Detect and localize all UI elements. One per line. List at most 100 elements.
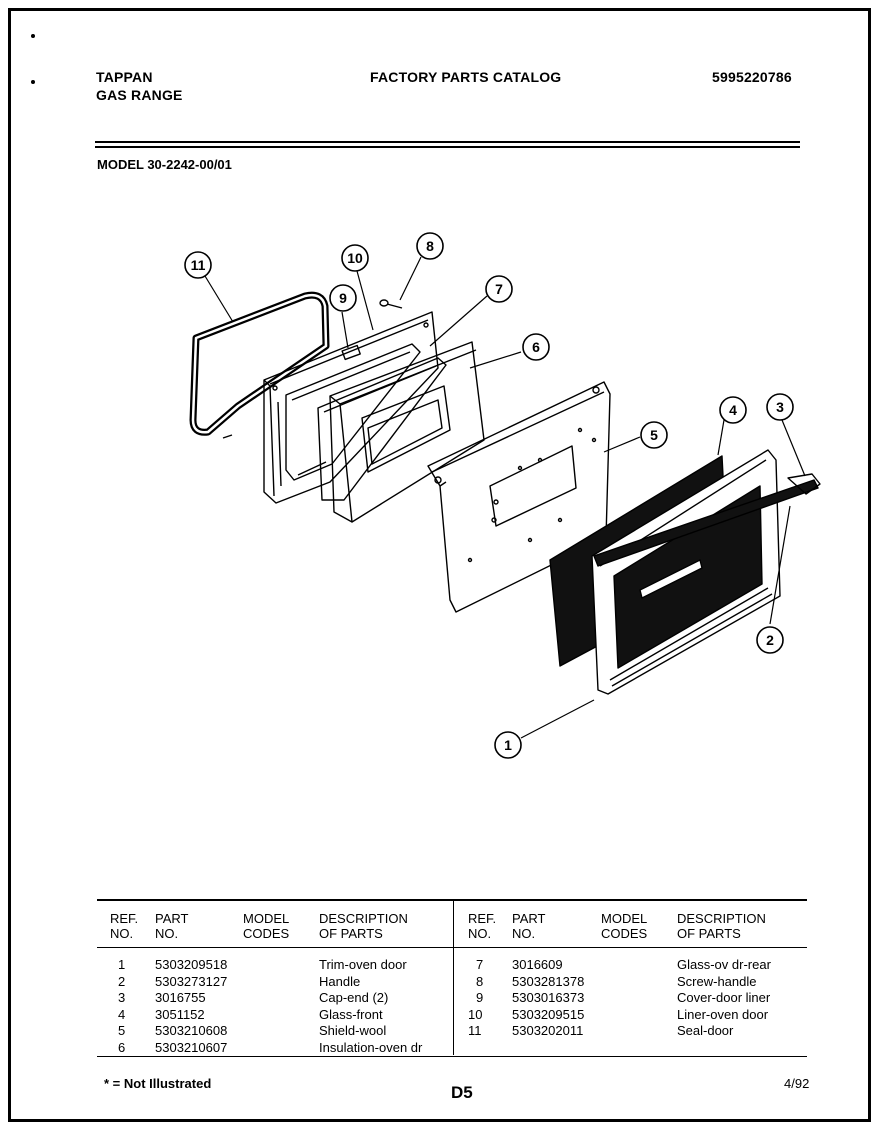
ref-cell: 7 [476,957,484,972]
callout-3 [766,393,794,421]
callout-label: 11 [191,257,206,273]
model-codes-cell [243,1040,319,1057]
description-cell: Screw-handle [677,973,757,989]
callout-label: 2 [766,632,774,648]
catalog-number: 5995220786 [712,69,792,85]
cover-door-liner-part [341,344,361,361]
callout-2 [756,626,784,654]
table-header-rule [97,947,807,948]
binder-hole-mark [31,34,35,38]
screw-handle-part [379,299,403,309]
part-number-cell: 5303210607 [155,1039,228,1055]
header-ref: REF.NO. [468,911,497,941]
callout-label: 9 [339,290,347,306]
model-codes-cell [601,990,677,1007]
table-row: 1 5303209518 Trim-oven door [110,957,439,974]
part-number-cell: 5303209515 [512,1006,585,1022]
model-codes-cell [601,1007,677,1024]
table-row: 7 3016609 Glass-ov dr-rear [468,957,797,974]
table-bottom-rule [97,1056,807,1057]
ref-cell: 11 [468,1023,482,1038]
catalog-title: FACTORY PARTS CATALOG [370,69,562,85]
table-top-rule [97,899,807,901]
ref-cell: 8 [476,973,484,989]
table-row: 9 5303016373 Cover-door liner [468,990,797,1007]
description-cell: Seal-door [677,1023,734,1038]
callout-label: 10 [347,250,363,266]
callout-11 [184,251,212,279]
handle-part [593,473,821,567]
ref-cell: 3 [118,990,126,1005]
header-rule [95,141,800,143]
callout-4 [719,396,747,424]
ref-cell: 1 [118,957,126,972]
table-row: 8 5303281378 Screw-handle [468,974,797,991]
liner-oven-door-part [263,311,439,504]
callout-label: 3 [776,399,784,415]
shield-wool-part [427,381,611,613]
model-codes-cell [601,974,677,991]
table-row: 4 3051152 Glass-front [110,1007,439,1024]
page-frame [8,8,871,1122]
ref-cell: 4 [118,1006,126,1022]
callout-1 [494,731,522,759]
model-codes-cell [601,1023,677,1040]
part-number-cell: 5303016373 [512,990,585,1005]
description-cell: Shield-wool [319,1023,387,1038]
not-illustrated-note: * = Not Illustrated [104,1076,212,1091]
callout-10 [341,244,369,272]
callout-label: 5 [650,427,658,443]
description-cell: Trim-oven door [319,957,407,972]
callout-label: 4 [729,402,737,418]
part-number-cell: 5303273127 [155,973,228,989]
part-number-cell: 3051152 [155,1006,205,1022]
exploded-door-diagram: 11 10 9 8 7 6 5 4 3 2 1 [184,232,821,759]
callout-label: 7 [495,281,503,297]
header-ref: REF.NO. [110,911,139,941]
callout-label: 8 [426,238,434,254]
callout-label: 6 [532,339,540,355]
model-codes-cell [243,957,319,974]
brand-name: TAPPAN [96,69,153,85]
description-cell: Glass-front [319,1006,383,1022]
parts-table-right: 7 3016609 Glass-ov dr-rear 8 5303281378 Scre… [468,957,797,1040]
part-number-cell: 5303202011 [512,1023,584,1038]
description-cell: Cover-door liner [677,990,771,1005]
part-number-cell: 5303210608 [155,1023,228,1038]
table-divider [453,900,454,1055]
part-number-cell: 3016609 [512,957,563,972]
ref-cell: 6 [118,1039,126,1055]
description-cell: Liner-oven door [677,1006,769,1022]
revision-date: 4/92 [784,1076,810,1091]
binder-hole-mark [31,80,35,84]
ref-cell: 2 [118,973,126,989]
part-number-cell: 5303281378 [512,973,585,989]
model-codes-cell [601,957,677,974]
callout-8 [416,232,444,260]
model-codes-cell [243,974,319,991]
model-codes-cell [243,990,319,1007]
part-number-cell: 5303209518 [155,957,228,972]
model-codes-cell [243,1007,319,1024]
table-row: 6 5303210607 Insulation-oven dr [110,1040,439,1057]
callout-9 [329,284,357,312]
callout-label: 1 [504,737,512,753]
description-cell: Insulation-oven dr [319,1039,423,1055]
callout-5 [640,421,668,449]
ref-cell: 10 [468,1006,483,1022]
ref-cell: 9 [476,990,484,1005]
description-cell: Glass-ov dr-rear [677,957,771,972]
product-name: GAS RANGE [96,87,183,103]
part-number-cell: 3016755 [155,990,206,1005]
page-number: D5 [451,1083,473,1102]
